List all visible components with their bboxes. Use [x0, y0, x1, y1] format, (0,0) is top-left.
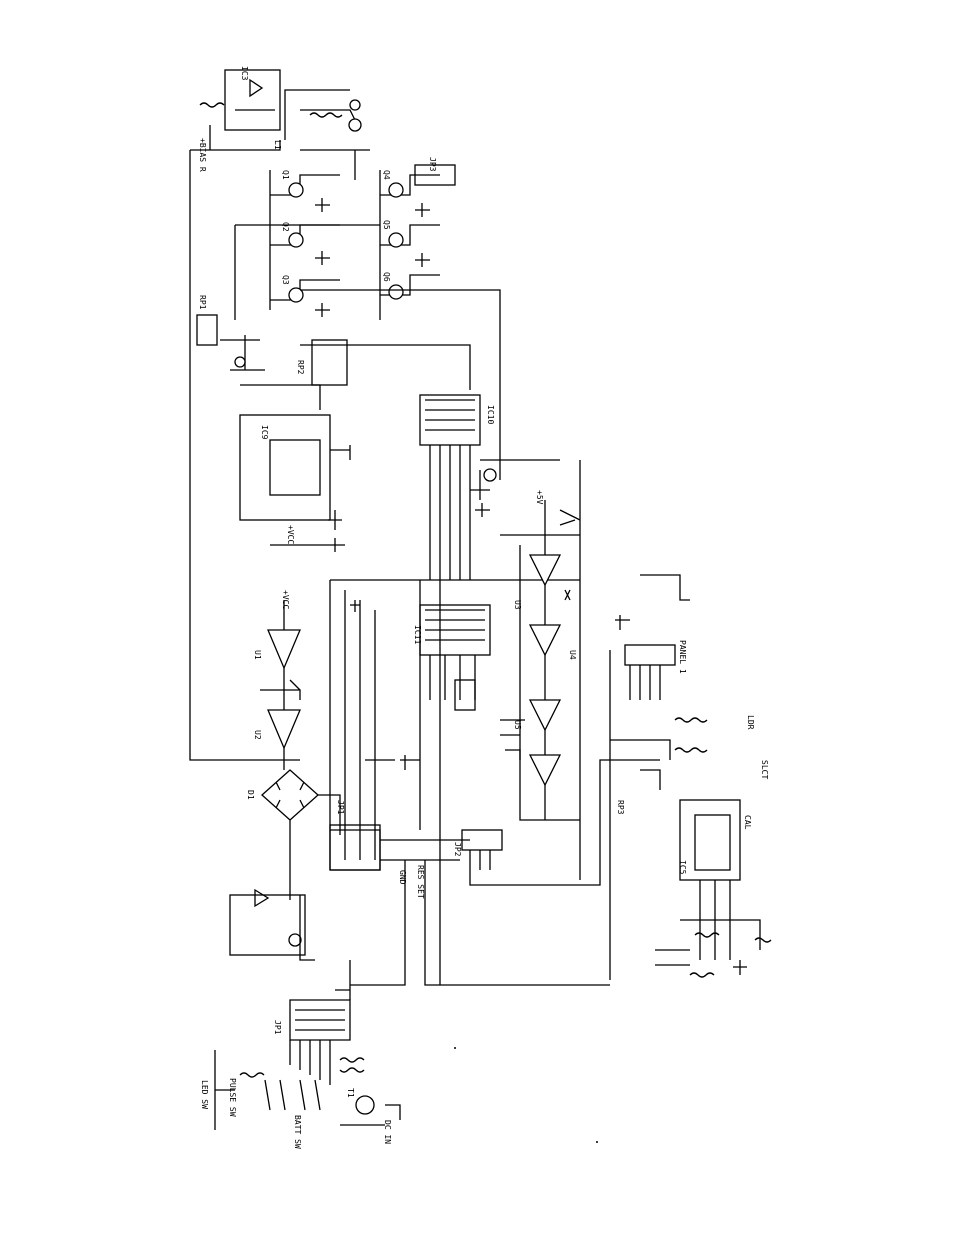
q2-label: Q2: [281, 222, 290, 232]
stray-dot: [596, 1141, 598, 1143]
vcc2-label: +VCC: [281, 590, 290, 609]
bias-r-label: +BIAS R: [198, 138, 207, 172]
regulator-cluster: +BIAS R IC3: [198, 66, 362, 180]
pulse-sw-label: PULSE SW: [228, 1078, 237, 1117]
q6-label: Q6: [382, 272, 391, 282]
ic-connector-label: JP1: [273, 1020, 282, 1035]
ic9-label: IC9: [260, 425, 269, 440]
d1-label: D1: [246, 790, 255, 800]
opamp-quad: U3 U4 U5 +5V: [470, 459, 581, 880]
slct-label: SLCT: [760, 760, 769, 779]
jumper-jp2: JP2 RES SET: [416, 829, 580, 899]
u5-label: U5: [513, 720, 522, 730]
ldr-label: LDR: [746, 715, 755, 730]
main-ic: IC10 IC11: [413, 394, 495, 711]
jp3-label: JP3: [428, 157, 437, 172]
l1-label: L1: [273, 140, 282, 150]
jp2-label: JP2: [453, 842, 462, 857]
resistor-packs: RP1 RP2: [196, 295, 348, 410]
input-section: JP1 LED SW PULSE SW BATT SW DC IN T1: [200, 860, 406, 1149]
signal-bus: JP1: [329, 579, 580, 871]
u4-label: U4: [568, 650, 577, 660]
ic5-label: IC5: [678, 860, 687, 875]
ic10-label: IC10: [486, 405, 495, 424]
panel-section: PANEL 1 LDR SLCT IC5 CAL RP3: [609, 574, 772, 980]
t1-label: T1: [346, 1088, 355, 1098]
opamp-pair: U1 U2 +VCC: [253, 590, 301, 770]
batt-sw-label: BATT SW: [293, 1115, 302, 1149]
rp1-label: RP1: [198, 295, 207, 310]
q1-label: Q1: [281, 170, 290, 180]
u3-label: U3: [513, 600, 522, 610]
q3-label: Q3: [281, 275, 290, 285]
bridge-rectifier: D1: [246, 769, 341, 900]
dc-in-label: DC IN: [383, 1120, 392, 1144]
jp1-label: JP1: [336, 800, 345, 815]
gnd1-label: GND: [398, 870, 407, 885]
ic3-label: IC3: [240, 66, 249, 81]
led-sw-label: LED SW: [200, 1080, 209, 1109]
res-set-label: RES SET: [416, 865, 425, 899]
panel-label: PANEL 1: [678, 640, 687, 674]
vdc-label: +5V: [535, 490, 544, 505]
stray-dot: [454, 1047, 456, 1049]
transistor-bank: Q1 Q2 Q3 Q4 Q5 Q6 JP3 L1: [234, 140, 501, 480]
u1-label: U1: [253, 650, 262, 660]
rp3-label: RP3: [616, 800, 625, 815]
q4-label: Q4: [382, 170, 391, 180]
rp2-label: RP2: [296, 360, 305, 375]
power-rail: [189, 89, 370, 761]
q5-label: Q5: [382, 220, 391, 230]
ground-bus: GND: [350, 600, 660, 986]
ic11-label: IC11: [413, 625, 422, 644]
vcc1-label: +VCC: [286, 525, 295, 544]
timer-block: IC9 +VCC: [239, 414, 351, 552]
u2-label: U2: [253, 730, 262, 740]
cal-label: CAL: [743, 815, 752, 830]
